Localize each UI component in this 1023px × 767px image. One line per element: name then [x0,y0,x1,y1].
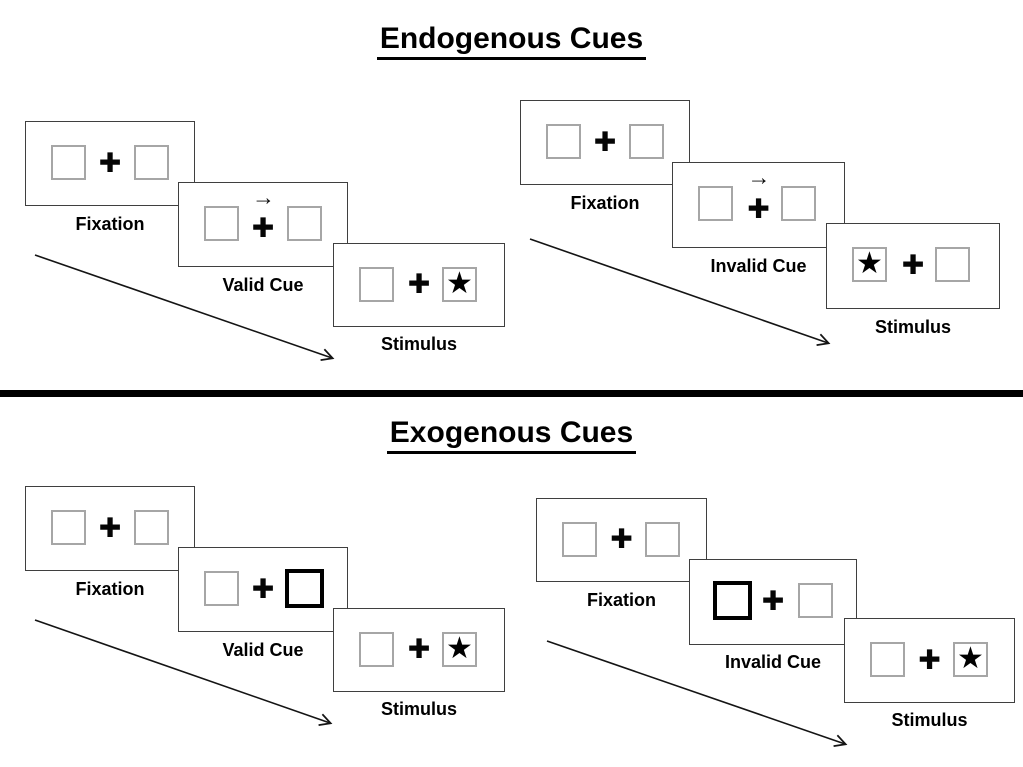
right-placeholder-box [798,583,833,618]
stimulus-label: Stimulus [380,334,457,354]
cue-arrow-icon: → [252,184,275,210]
left-placeholder-box [51,145,86,180]
left-placeholder-box [204,206,239,241]
invalid-cue-label: Invalid Cue [710,256,807,276]
left-placeholder-box [359,632,394,667]
right-placeholder-box [287,206,322,241]
section-title-endogenous: Endogenous Cues [0,22,1023,60]
right-placeholder-box: ★ [442,267,477,302]
fixation-cross-icon: ✚ [98,512,122,543]
invalid-cue-screen-card: ✚ [689,559,857,645]
cue-arrow-icon: → [747,164,771,190]
left-placeholder-box [562,522,597,557]
right-placeholder-box: ★ [442,632,477,667]
left-placeholder-box [713,581,752,620]
fixation-screen-card: ✚ [536,498,707,582]
fixation-cross-icon: ✚ [98,147,122,178]
left-placeholder-box [698,186,733,221]
fixation-label: Fixation [75,579,145,599]
star-icon: ★ [446,266,473,300]
right-placeholder-box [134,145,169,180]
fixation-label: Fixation [570,193,640,213]
left-placeholder-box [546,124,581,159]
stimulus-screen-card: ✚ ★ [333,243,505,327]
fixation-cross-icon: ✚ [901,249,925,280]
fixation-cross-icon: ✚ [593,126,617,157]
right-placeholder-box [781,186,816,221]
invalid-cue-screen-card: → ✚ [672,162,845,248]
fixation-cross-icon: ✚ [747,193,770,224]
right-placeholder-box [645,522,680,557]
stimulus-screen-card: ✚ ★ [844,618,1015,703]
fixation-label: Fixation [75,214,145,234]
fixation-cross-icon: ✚ [251,213,275,244]
right-placeholder-box [629,124,664,159]
left-placeholder-box: ★ [852,247,887,282]
timeline-arrow [546,640,848,748]
stimulus-label: Stimulus [874,317,951,337]
right-placeholder-box [134,510,169,545]
fixation-cross-icon: ✚ [918,644,941,675]
valid-cue-label: Valid Cue [222,640,304,660]
star-icon: ★ [446,631,473,665]
left-placeholder-box [359,267,394,302]
valid-cue-screen-card: → ✚ [178,182,348,267]
valid-cue-label: Valid Cue [222,275,304,295]
fixation-cross-icon: ✚ [407,633,431,664]
right-placeholder-box [285,569,324,608]
stimulus-label: Stimulus [380,699,457,719]
fixation-label: Fixation [586,590,656,610]
fixation-screen-card: ✚ [25,486,195,571]
section-title-exogenous-text: Exogenous Cues [386,416,637,454]
fixation-screen-card: ✚ [25,121,195,206]
section-title-exogenous: Exogenous Cues [0,416,1023,454]
star-icon: ★ [957,641,984,675]
stimulus-screen-card: ✚ ★ [333,608,505,692]
timeline-arrow [34,619,333,726]
section-title-endogenous-text: Endogenous Cues [376,22,647,60]
stimulus-screen-card: ★ ✚ [826,223,1000,309]
stimulus-label: Stimulus [891,710,968,730]
left-placeholder-box [204,571,239,606]
star-icon: ★ [856,246,883,280]
fixation-screen-card: ✚ [520,100,690,185]
left-placeholder-box [51,510,86,545]
timeline-arrow [34,254,335,361]
invalid-cue-label: Invalid Cue [724,652,822,672]
fixation-cross-icon: ✚ [407,268,431,299]
fixation-cross-icon: ✚ [610,523,633,554]
section-divider [0,390,1023,397]
valid-cue-screen-card: ✚ [178,547,348,632]
timeline-arrow [529,238,831,346]
fixation-cross-icon: ✚ [761,585,785,616]
right-placeholder-box [935,247,970,282]
right-placeholder-box: ★ [953,642,988,677]
fixation-cross-icon: ✚ [251,573,275,604]
left-placeholder-box [870,642,905,677]
